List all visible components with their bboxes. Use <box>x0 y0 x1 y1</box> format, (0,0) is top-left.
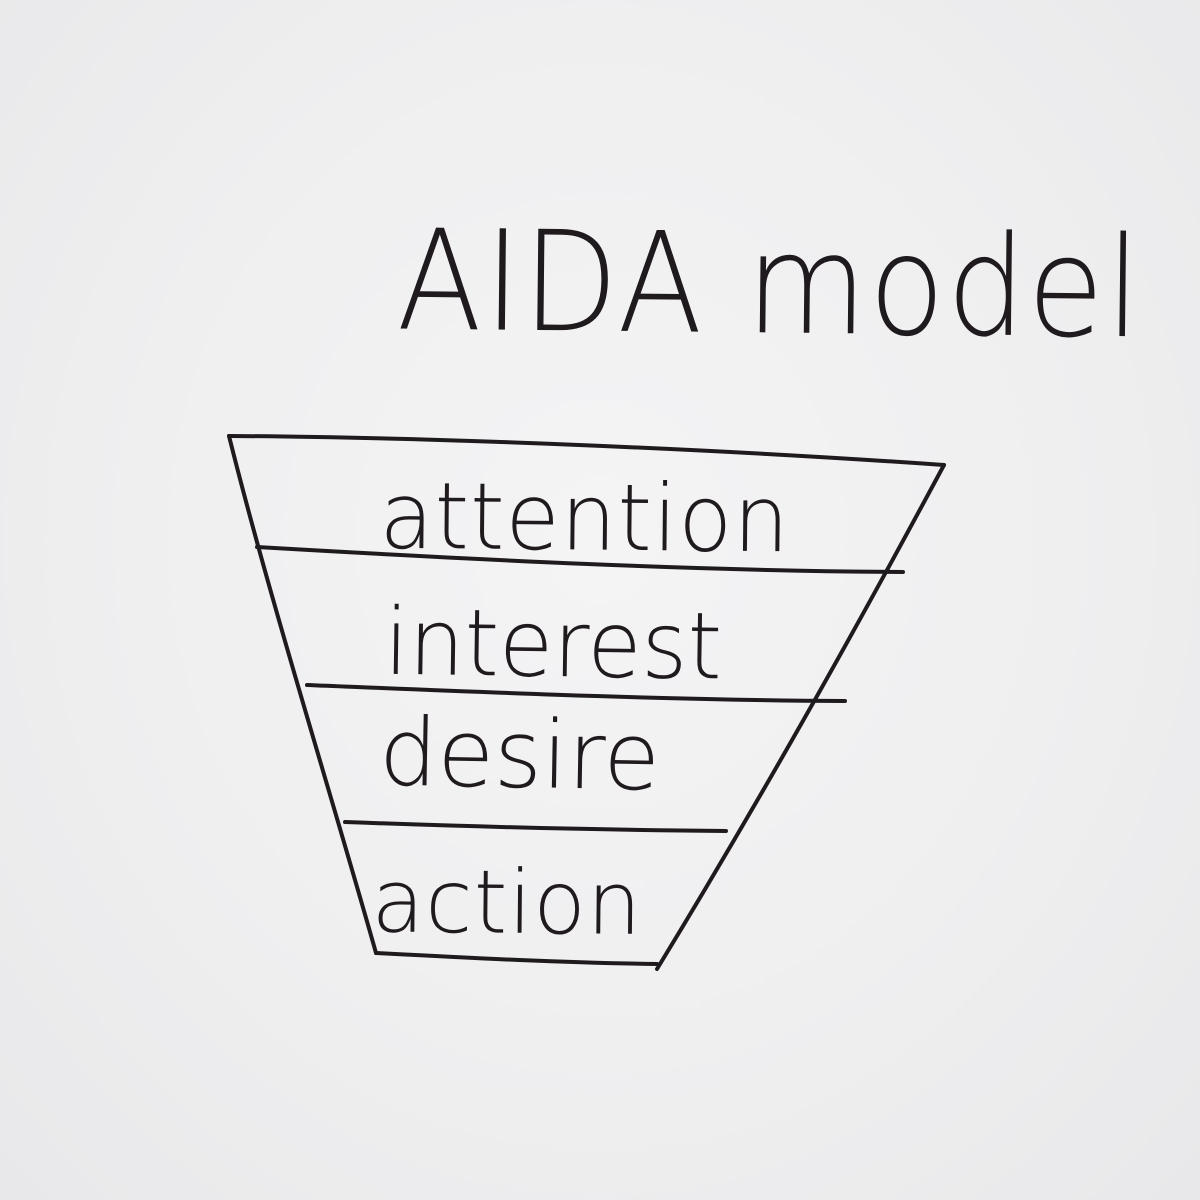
stage-interest: interest <box>383 587 723 701</box>
stage-action: action <box>371 850 643 956</box>
stage-attention: attention <box>379 461 791 574</box>
stage-divider-1 <box>255 545 905 574</box>
funnel-bottom-edge <box>374 951 659 966</box>
stage-divider-3 <box>343 820 728 833</box>
funnel-right-edge <box>655 463 946 971</box>
stage-divider-2 <box>305 683 847 703</box>
funnel-left-edge <box>227 434 378 955</box>
funnel-top-edge <box>227 434 946 467</box>
stage-desire: desire <box>378 697 662 812</box>
